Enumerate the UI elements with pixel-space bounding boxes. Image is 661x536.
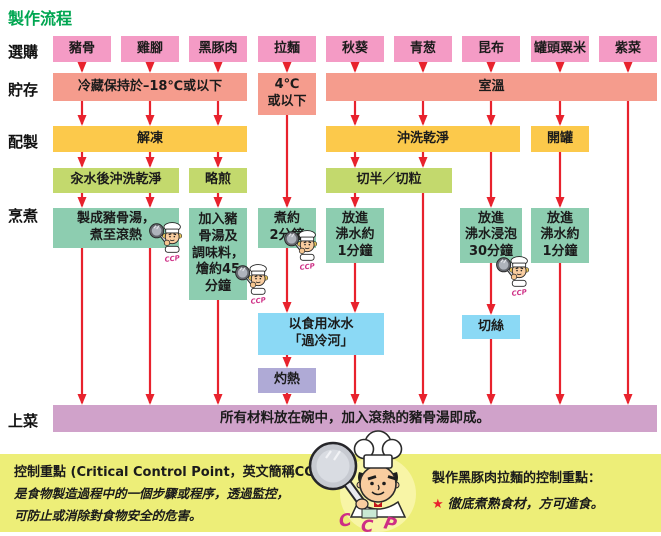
- ccp-definition: 控制重點 (Critical Control Point，英文簡稱CCP) 是食…: [14, 461, 424, 524]
- storage-room: 室溫: [326, 73, 657, 101]
- ccp-point-line: ★徹底煮熟食材，方可進食。: [432, 493, 604, 512]
- storage-frozen: 冷藏保持於–18℃或以下: [53, 73, 247, 101]
- ccp-point-title: 製作黑豚肉拉麵的控制重點：: [432, 471, 602, 486]
- ingredient-chicken-feet: 雞腳: [121, 36, 179, 62]
- serve-bar: 所有材料放在碗中，加入滾熱的豬骨湯即成。: [53, 405, 657, 432]
- row-label-buy: 選購: [8, 43, 39, 61]
- ingredient-seaweed: 紫菜: [599, 36, 657, 62]
- ccp-key-points: 製作黑豚肉拉麵的控制重點： ★徹底煮熟食材，方可進食。: [432, 467, 604, 512]
- ingredient-scallion: 青葱: [394, 36, 452, 62]
- cook-kombu: 放進 沸水浸泡 30分鐘: [460, 208, 522, 263]
- prep-cut: 切半／切粒: [326, 168, 452, 193]
- ccp-definition-line2: 可防止或消除對食物安全的危害。: [14, 508, 202, 523]
- ingredient-kombu: 昆布: [462, 36, 520, 62]
- step-scald: 灼熱: [258, 368, 316, 393]
- ingredient-canned-corn: 罐頭粟米: [531, 36, 589, 62]
- ccp-point-text: 徹底煮熟食材，方可進食。: [447, 497, 604, 512]
- prep-open-can: 開罐: [531, 126, 589, 152]
- page-title: 製作流程: [8, 9, 73, 28]
- cook-soup: 製成豬骨湯， 煮至滾熱: [53, 208, 179, 248]
- row-label-prep: 配製: [8, 133, 39, 151]
- prep-blanch-rinse: 汆水後沖洗乾淨: [53, 168, 179, 193]
- ingredient-ramen: 拉麵: [258, 36, 316, 62]
- prep-rinse: 沖洗乾淨: [326, 126, 520, 152]
- cook-braise: 加入豬 骨湯及 調味料， 燴約45 分鐘: [189, 208, 247, 300]
- row-label-serve: 上菜: [8, 412, 39, 430]
- step-shred: 切絲: [462, 315, 520, 339]
- cook-corn: 放進 沸水約 1分鐘: [531, 208, 589, 263]
- star-icon: ★: [432, 497, 444, 512]
- row-label-store: 貯存: [8, 81, 39, 99]
- cook-okra: 放進 沸水約 1分鐘: [326, 208, 384, 263]
- ccp-definition-line1: 是食物製造過程中的一個步驟或程序，透過監控，: [14, 486, 290, 501]
- ingredient-pork-bone: 豬骨: [53, 36, 111, 62]
- row-label-cook: 烹煮: [8, 207, 39, 225]
- ingredient-black-pork: 黑豚肉: [189, 36, 247, 62]
- ccp-definition-title: 控制重點 (Critical Control Point，英文簡稱CCP): [14, 465, 330, 480]
- cook-noodles: 煮約 2分鐘: [258, 208, 316, 248]
- ingredient-okra: 秋葵: [326, 36, 384, 62]
- storage-chilled: 4℃ 或以下: [258, 73, 316, 115]
- prep-pan-fry: 略煎: [189, 168, 247, 193]
- step-ice-water: 以食用冰水 「過冷河」: [258, 313, 384, 355]
- prep-thaw: 解凍: [53, 126, 247, 152]
